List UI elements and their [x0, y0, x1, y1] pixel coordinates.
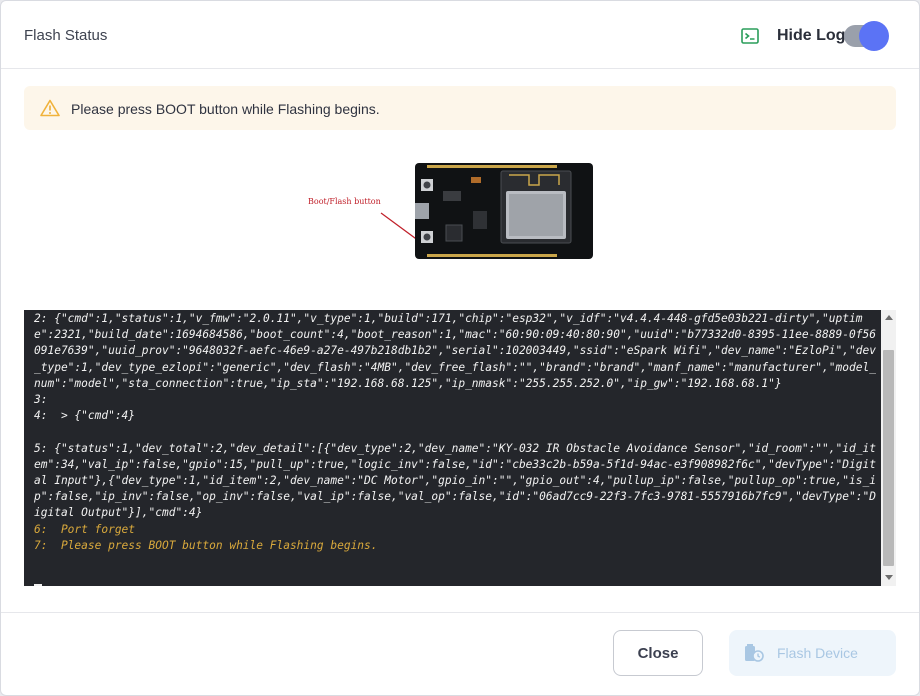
- flash-device-icon: [745, 644, 764, 662]
- log-line: 4: > {"cmd":4}: [34, 409, 136, 423]
- terminal-icon[interactable]: [741, 28, 759, 44]
- log-line: 5: {"status":1,"dev_total":2,"dev_detail…: [34, 441, 876, 520]
- modal-header: Flash Status Hide Log: [1, 1, 919, 69]
- modal-title: Flash Status: [24, 27, 108, 44]
- hide-log-toggle-knob[interactable]: [859, 21, 889, 51]
- alert-message: Please press BOOT button while Flashing …: [71, 101, 380, 117]
- scroll-down-arrow-icon[interactable]: [885, 575, 893, 580]
- modal-footer: Close Flash Device: [1, 612, 919, 695]
- log-lines: 2: {"cmd":1,"status":1,"v_fmw":"2.0.11",…: [34, 311, 877, 554]
- log-scrollbar[interactable]: [881, 310, 896, 586]
- close-button[interactable]: Close: [613, 630, 703, 676]
- console-cursor: [34, 584, 42, 586]
- flash-device-button[interactable]: Flash Device: [729, 630, 896, 676]
- log-line: 6: Port forget: [34, 522, 136, 536]
- log-line: 3:: [34, 393, 48, 407]
- flash-log-console[interactable]: 2: {"cmd":1,"status":1,"v_fmw":"2.0.11",…: [24, 310, 881, 586]
- esp32-board-image: Boot/Flash button: [301, 151, 601, 271]
- scrollbar-thumb[interactable]: [883, 350, 894, 566]
- esp32-board-illustration: [380, 163, 593, 259]
- boot-button-callout: Boot/Flash button: [308, 197, 381, 206]
- boot-warning-alert: Please press BOOT button while Flashing …: [24, 86, 896, 130]
- flash-device-label: Flash Device: [777, 645, 858, 661]
- hide-log-label: Hide Log: [777, 27, 846, 44]
- log-line: 7: Please press BOOT button while Flashi…: [34, 538, 378, 552]
- scroll-up-arrow-icon[interactable]: [885, 315, 893, 320]
- log-line: [34, 424, 877, 440]
- warning-icon: [40, 99, 60, 117]
- log-line: 2: {"cmd":1,"status":1,"v_fmw":"2.0.11",…: [34, 312, 876, 390]
